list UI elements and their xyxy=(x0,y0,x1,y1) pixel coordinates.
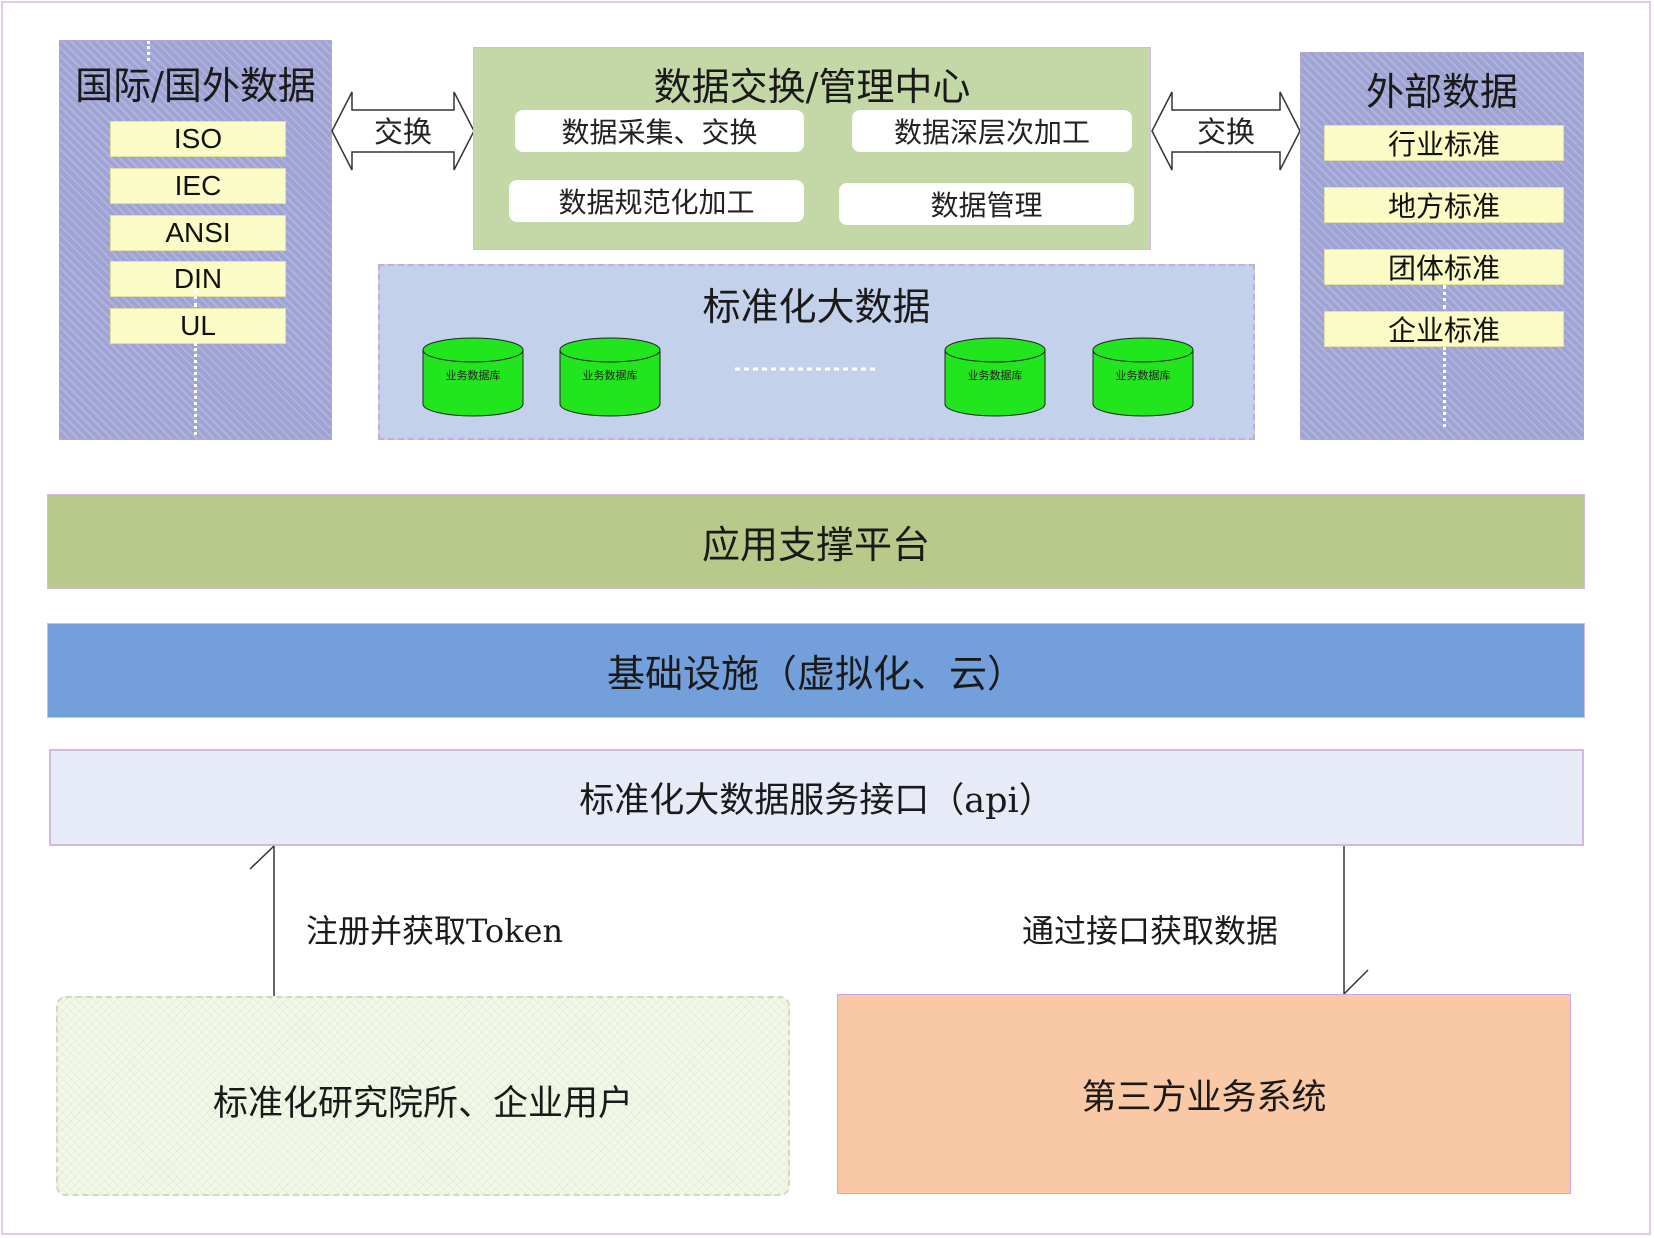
database-label: 业务数据库 xyxy=(1116,368,1171,382)
intl-item-iso: ISO xyxy=(110,121,286,157)
function-deep-processing: 数据深层次加工 xyxy=(852,110,1132,152)
bigdata-panel: 标准化大数据 业务数据库 业务数据库 业务数据库 业务数据库 xyxy=(378,264,1255,440)
infrastructure-layer: 基础设施（虚拟化、云） xyxy=(47,623,1585,718)
external-data-panel: 外部数据 行业标准 地方标准 团体标准 企业标准 xyxy=(1300,52,1584,440)
database-icon: 业务数据库 xyxy=(1092,337,1194,417)
intl-dashed-connector xyxy=(194,289,197,307)
fetch-arrow xyxy=(1343,846,1369,995)
api-label: 标准化大数据服务接口（api） xyxy=(579,781,1054,821)
external-item-industry: 行业标准 xyxy=(1324,125,1564,161)
third-party-box: 第三方业务系统 xyxy=(837,994,1571,1194)
institutes-label: 标准化研究院所、企业用户 xyxy=(212,1083,633,1124)
institutes-box: 标准化研究院所、企业用户 xyxy=(56,996,790,1196)
right-exchange-label: 交换 xyxy=(1196,115,1255,149)
register-token-label: 注册并获取Token xyxy=(306,912,564,950)
fetch-data-label: 通过接口获取数据 xyxy=(1022,912,1279,950)
database-label: 业务数据库 xyxy=(968,368,1023,382)
intl-item-ul: UL xyxy=(110,308,286,344)
intl-item-din: DIN xyxy=(110,261,286,297)
function-data-collection: 数据采集、交换 xyxy=(515,110,804,152)
left-exchange-label: 交换 xyxy=(373,115,432,149)
bigdata-databases: 业务数据库 业务数据库 业务数据库 业务数据库 xyxy=(422,337,1194,417)
database-label: 业务数据库 xyxy=(583,368,638,382)
intl-data-title: 国际/国外数据 xyxy=(75,64,316,108)
register-arrow xyxy=(249,845,275,996)
platform-label: 应用支撑平台 xyxy=(701,523,930,567)
intl-dashed-connector xyxy=(194,343,197,435)
external-item-local: 地方标准 xyxy=(1324,187,1564,223)
intl-item-ansi: ANSI xyxy=(110,215,286,251)
database-icon: 业务数据库 xyxy=(422,337,524,417)
bigdata-title: 标准化大数据 xyxy=(702,285,931,329)
database-icon: 业务数据库 xyxy=(559,337,661,417)
exchange-center-panel: 数据交换/管理中心 数据采集、交换 数据深层次加工 数据规范化加工 数据管理 xyxy=(473,47,1151,250)
api-layer: 标准化大数据服务接口（api） xyxy=(49,749,1584,846)
infrastructure-label: 基础设施（虚拟化、云） xyxy=(606,652,1025,696)
intl-item-iec: IEC xyxy=(110,168,286,204)
database-label: 业务数据库 xyxy=(446,368,501,382)
external-dashed-connector xyxy=(1443,347,1446,427)
function-normalization: 数据规范化加工 xyxy=(509,180,804,222)
external-item-group: 团体标准 xyxy=(1324,249,1564,285)
third-party-label: 第三方业务系统 xyxy=(1081,1077,1327,1118)
function-data-management: 数据管理 xyxy=(839,183,1134,225)
external-data-title: 外部数据 xyxy=(1365,70,1518,114)
external-item-enterprise: 企业标准 xyxy=(1324,311,1564,347)
external-dashed-connector xyxy=(1443,285,1446,309)
intl-data-panel: 国际/国外数据 ISO IEC ANSI DIN UL xyxy=(59,40,332,440)
platform-layer: 应用支撑平台 xyxy=(47,494,1585,589)
intl-dashed-connector xyxy=(147,41,150,61)
database-icon: 业务数据库 xyxy=(944,337,1046,417)
exchange-center-title: 数据交换/管理中心 xyxy=(653,65,971,109)
